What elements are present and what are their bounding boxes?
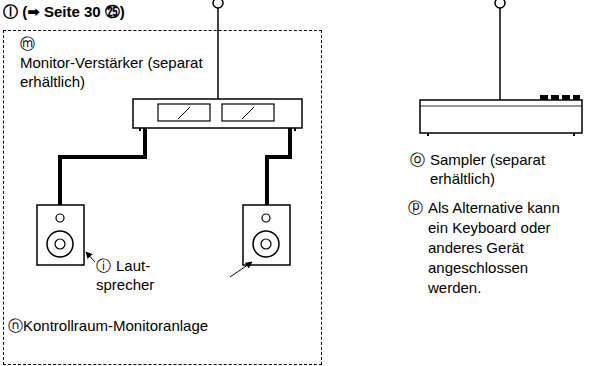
callout-letter: ⓟ [408, 198, 423, 217]
plug [495, 0, 505, 8]
leader-arrow [86, 252, 95, 262]
speaker [37, 205, 84, 265]
region-label: ⓝKontrollraum-Monitoranlage [8, 316, 208, 335]
leader-arrow [230, 262, 252, 277]
note-text: Als Alternative kann ein Keyboard oder a… [428, 198, 582, 298]
cable [217, 8, 219, 99]
sampler [420, 95, 582, 136]
callout-letter: ⓘ [96, 256, 111, 275]
reference-note: ⓛ (➡ Seite 30 ㉕) [3, 2, 125, 21]
speaker [243, 205, 290, 265]
plug [213, 0, 223, 8]
part-label: Laut- sprecher [96, 256, 176, 294]
part-label: Sampler (separat erhältlich) [430, 150, 600, 188]
part-label: Monitor-Verstärker (separat erhältlich) [20, 53, 205, 91]
amplifier [133, 99, 302, 131]
cable [499, 8, 501, 100]
callout-letter: ⓞ [410, 150, 425, 169]
speaker-wire [267, 128, 290, 205]
callout-letter: ⓜ [20, 34, 35, 53]
speaker-wire [60, 128, 145, 205]
